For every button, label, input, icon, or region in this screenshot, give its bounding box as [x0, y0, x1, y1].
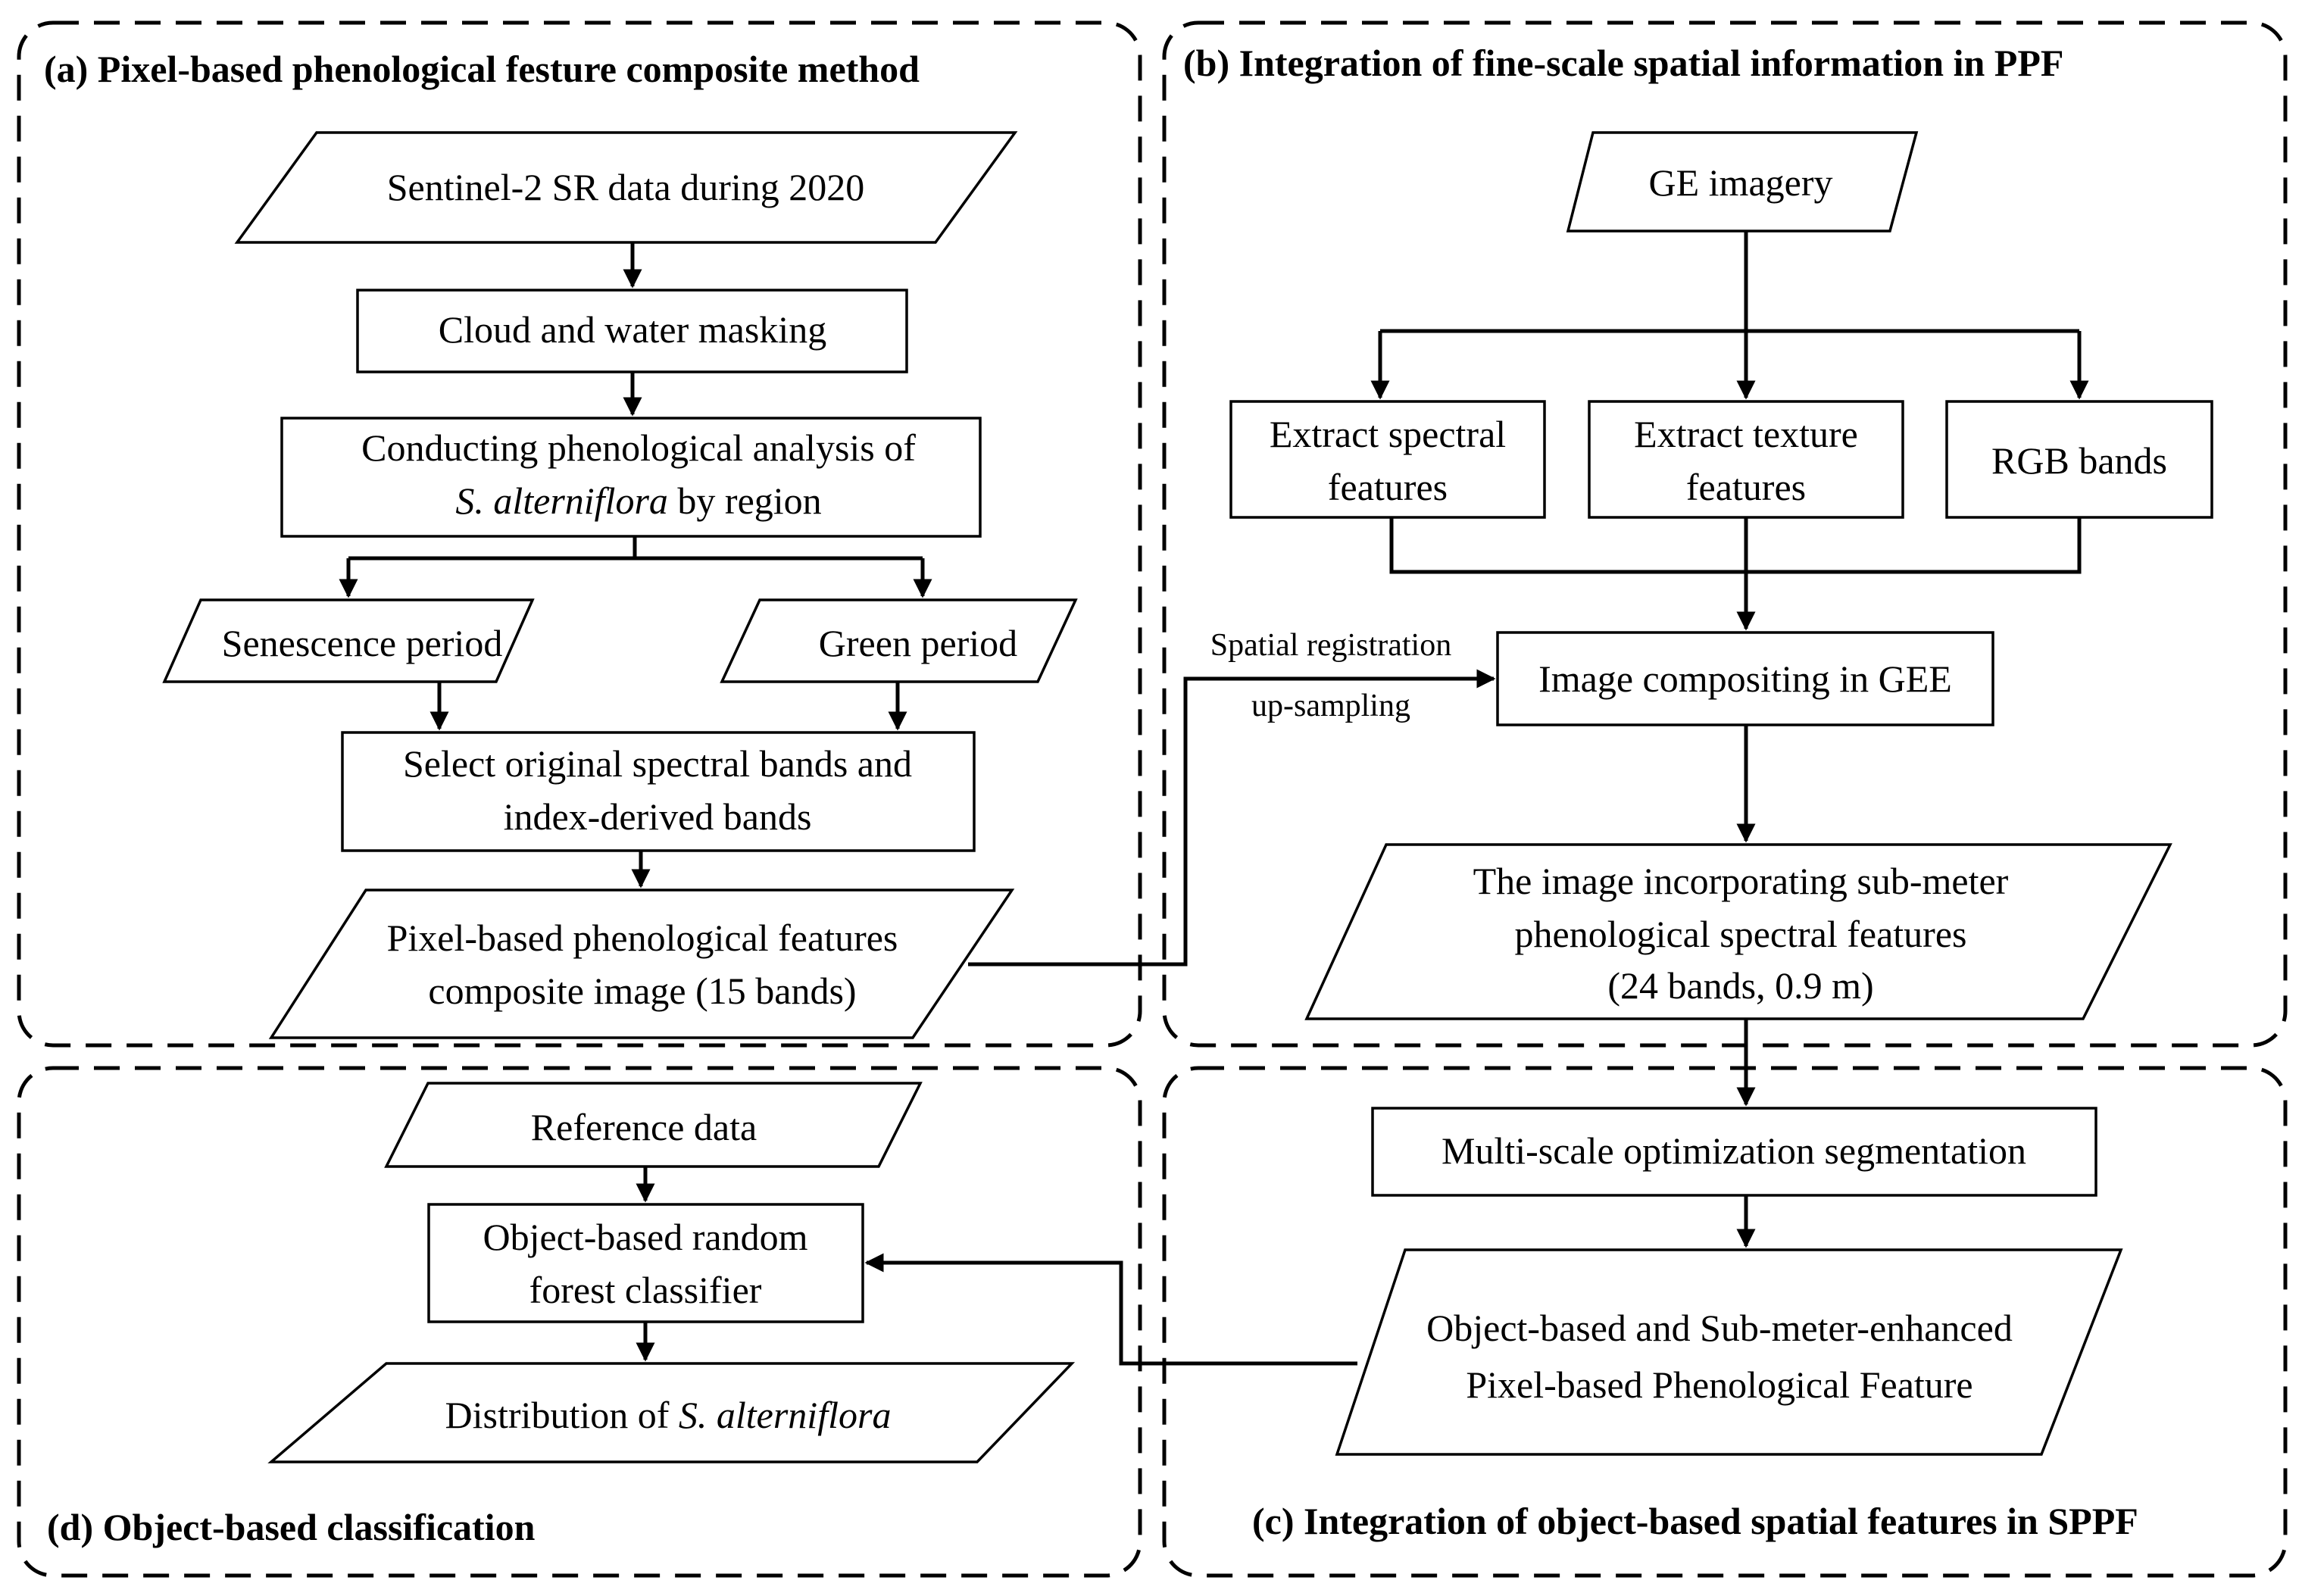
panel-b-title: (b) Integration of fine-scale spatial in…: [1183, 42, 2063, 84]
extract-texture-label-line1: Extract texture: [1634, 413, 1858, 455]
pixel-composite-label-line2: composite image (15 bands): [428, 970, 856, 1012]
panel-c-title: (c) Integration of object-based spatial …: [1252, 1500, 2138, 1542]
species-name: S. alterniflora: [455, 479, 668, 522]
edge-label-upsampling: up-sampling: [1251, 689, 1410, 723]
connector-features-merge: [1389, 517, 2082, 574]
senescence-period-node: [162, 598, 535, 683]
reference-data-node: [384, 1082, 923, 1168]
segmentation-node: [1371, 1107, 2097, 1197]
image-compositing-label: Image compositing in GEE: [1538, 657, 1952, 700]
select-bands-label-line1: Select original spectral bands and: [403, 742, 912, 785]
panel-a-frame: [17, 20, 1142, 1048]
submeter-image-label-line2: phenological spectral features: [1515, 913, 1967, 955]
connector-ge-split: [1380, 231, 2079, 333]
arrow-object-to-rf: [864, 1253, 1357, 1366]
segmentation-label: Multi-scale optimization segmentation: [1441, 1129, 2026, 1172]
arrow-pixel-to-compositing: [968, 669, 1496, 967]
pixel-composite-label-line1: Pixel-based phenological features: [387, 917, 898, 959]
select-bands-label-line2: index-derived bands: [504, 795, 812, 838]
phenological-analysis-label-line2: S. alterniflora by region: [455, 479, 821, 522]
green-period-label: Green period: [819, 622, 1017, 664]
object-feature-node: [1335, 1248, 2123, 1456]
distribution-prefix: Distribution of: [445, 1394, 679, 1436]
object-feature-label-line2: Pixel-based Phenological Feature: [1466, 1363, 1972, 1406]
distribution-node: [267, 1362, 1076, 1463]
panel-b-frame: [1162, 20, 2288, 1048]
extract-texture-node: [1588, 400, 1904, 519]
panel-d-title: (d) Object-based classification: [47, 1506, 536, 1548]
extract-texture-label-line2: features: [1686, 466, 1806, 508]
distribution-label: Distribution of S. alterniflora: [445, 1394, 892, 1436]
ge-imagery-label: GE imagery: [1649, 161, 1833, 204]
select-bands-node: [341, 731, 976, 852]
rgb-bands-label: RGB bands: [1991, 439, 2167, 482]
rgb-bands-node: [1945, 400, 2213, 519]
submeter-image-label-line3: (24 bands, 0.9 m): [1607, 964, 1873, 1007]
panel-a-title: (a) Pixel-based phenological festure com…: [44, 48, 920, 90]
sentinel-data-label: Sentinel-2 SR data during 2020: [387, 166, 865, 208]
extract-spectral-label-line1: Extract spectral: [1270, 413, 1506, 455]
ge-imagery-node: [1566, 131, 1919, 233]
submeter-image-node: [1304, 843, 2172, 1020]
submeter-image-label-line1: The image incorporating sub-meter: [1473, 860, 2009, 902]
extract-spectral-node: [1229, 400, 1546, 519]
pixel-composite-node: [268, 889, 1015, 1039]
panel-c-frame: [1162, 1066, 2288, 1578]
green-period-node: [720, 598, 1078, 683]
extract-spectral-label-line2: features: [1328, 466, 1448, 508]
distribution-species: S. alterniflora: [679, 1394, 892, 1436]
cloud-masking-label: Cloud and water masking: [439, 308, 826, 351]
random-forest-label-line1: Object-based random: [483, 1216, 807, 1258]
reference-data-label: Reference data: [531, 1106, 757, 1148]
random-forest-label-line2: forest classifier: [529, 1269, 762, 1311]
panel-d-frame: [17, 1066, 1142, 1578]
senescence-period-label: Senescence period: [222, 622, 503, 664]
cloud-masking-node: [356, 289, 908, 373]
object-feature-label-line1: Object-based and Sub-meter-enhanced: [1426, 1307, 2013, 1349]
phenological-analysis-label-line1: Conducting phenological analysis of: [361, 426, 916, 469]
connector-pheno-split: [348, 536, 923, 561]
sentinel-data-node: [234, 131, 1018, 244]
by-region-text: by region: [668, 479, 822, 522]
phenological-analysis-node: [280, 417, 982, 538]
edge-label-registration: Spatial registration: [1210, 628, 1451, 663]
